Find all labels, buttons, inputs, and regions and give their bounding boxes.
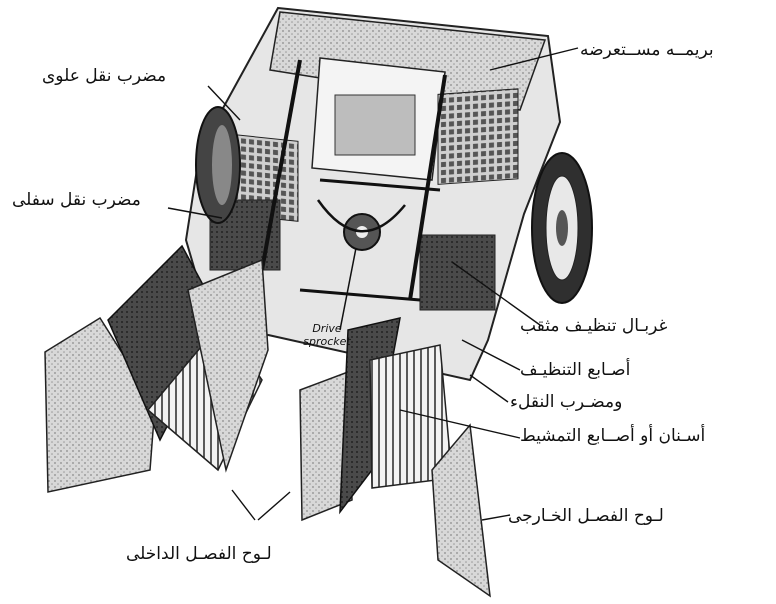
label-inner-divider: لـوح الفصـل الداخلى — [126, 544, 272, 564]
label-cleaning-fingers: أصـابع التنظيـف — [520, 360, 631, 380]
leader-cleaning-sieve — [451, 261, 541, 326]
center-plate — [299, 370, 353, 522]
drive-sprocket-pointer — [339, 247, 357, 331]
label-drive-line1: Drive — [312, 322, 342, 335]
leader-upper-beater — [207, 85, 241, 121]
leader-lines — [167, 47, 579, 521]
leader-cleaning-fingers — [461, 339, 521, 371]
right-wheel — [531, 152, 593, 304]
label-cleaning-sieve: غربـال تنظيـف مثقب — [520, 316, 668, 336]
leader-cross-auger — [489, 47, 579, 71]
label-upper-beater: مضرب نقل علوى — [42, 66, 167, 86]
inner-plate-left — [187, 258, 269, 473]
leader-teeth-fingers — [399, 409, 521, 439]
leader-lower-beater — [167, 207, 223, 219]
leader-inner-divider-1 — [231, 489, 256, 521]
left-wheel — [195, 106, 241, 224]
label-drive-sprocket: Drive sprocket — [292, 322, 362, 348]
label-transfer-beater: ومضـرب النقلء — [510, 392, 623, 412]
label-teeth-fingers: أسـنان أو أصــابع التمشيط — [520, 426, 706, 446]
label-cross-auger: بريمــه مســتعرضه — [580, 40, 714, 60]
label-drive-line2: sprocket — [303, 335, 351, 348]
leader-inner-divider-2 — [257, 491, 291, 521]
leader-transfer-beater — [469, 374, 509, 403]
right-outer-plate — [431, 423, 491, 598]
leader-outer-divider — [481, 514, 511, 521]
label-outer-divider: لـوح الفصـل الخـارجى — [508, 506, 664, 526]
label-lower-beater: مضرب نقل سفلى — [12, 190, 141, 210]
